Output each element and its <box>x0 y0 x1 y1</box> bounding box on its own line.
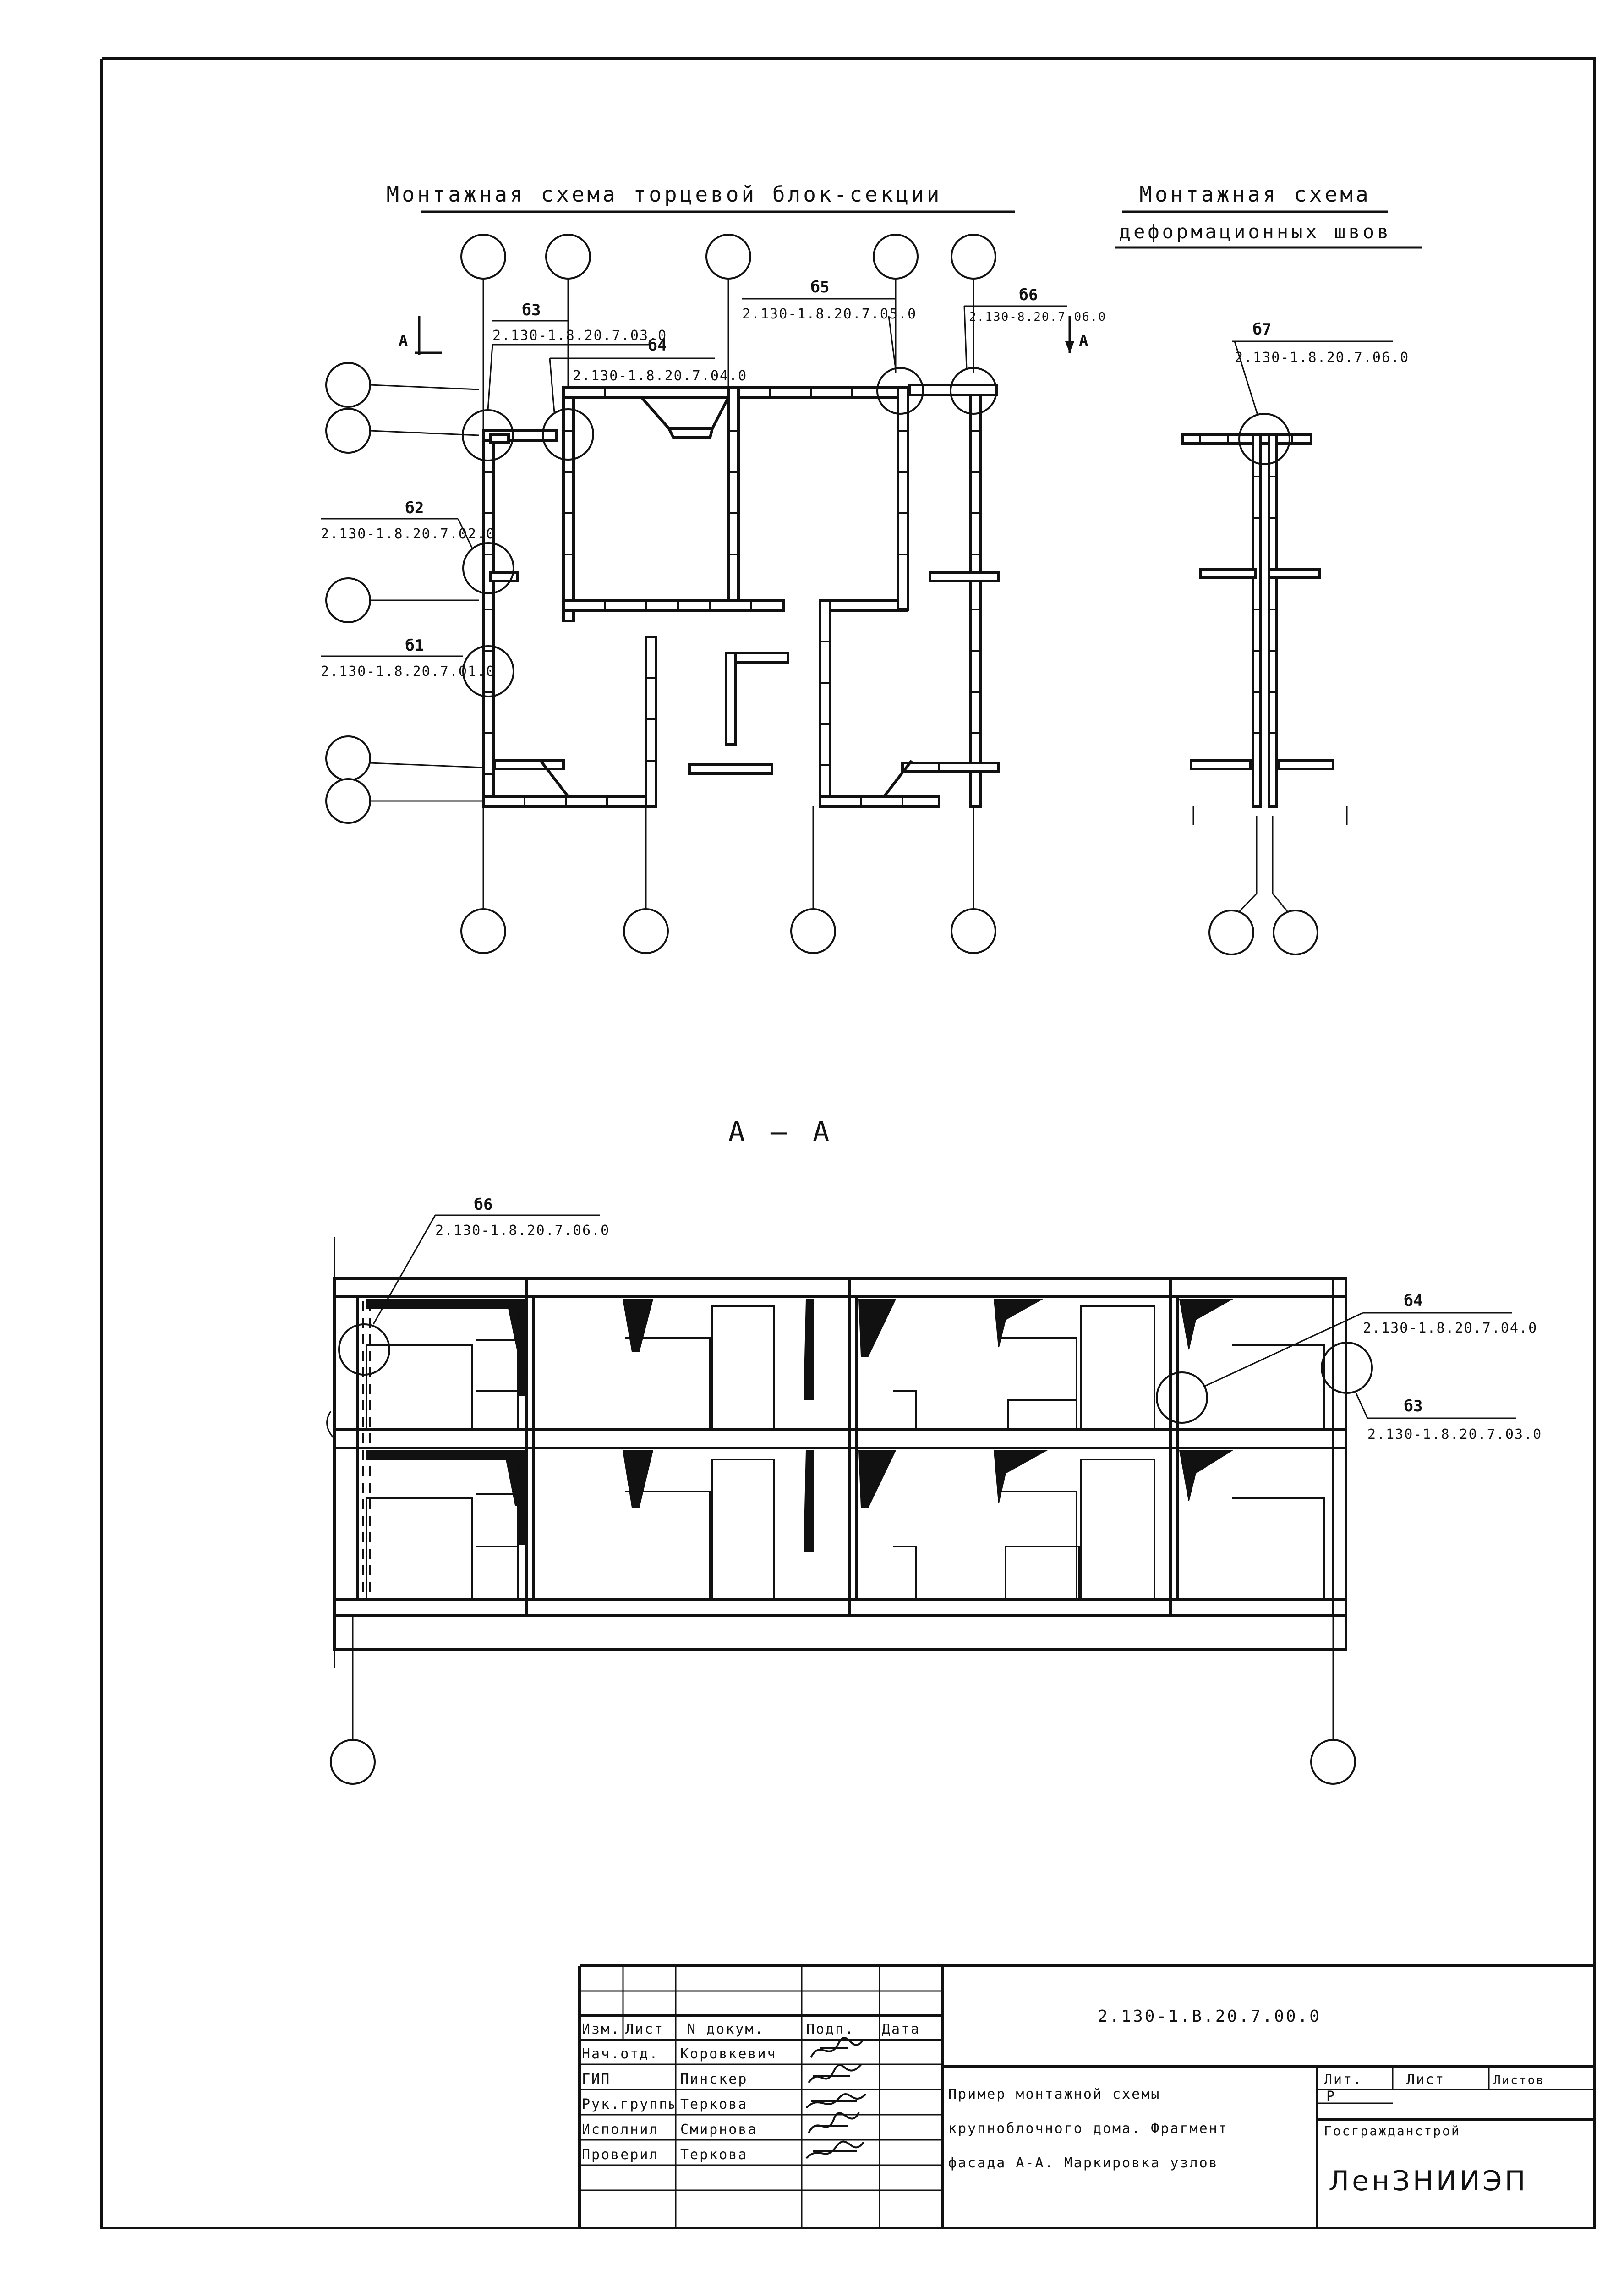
plan-walls <box>482 384 1000 808</box>
svg-text:б6: б6 <box>474 1196 493 1214</box>
svg-text:б3: б3 <box>522 301 541 319</box>
svg-text:б4: б4 <box>1404 1292 1423 1310</box>
tb-organization: ЛенЗНИИЭП <box>1329 2165 1528 2197</box>
node-mark-b2: б2 2.130-1.8.20.7.02.0 <box>321 499 495 548</box>
tb-role-0: Нач.отд. <box>582 2046 659 2062</box>
tb-desc-1: крупноблочного дома. Фрагмент <box>948 2121 1228 2137</box>
tb-h-date: Дата <box>882 2021 920 2037</box>
cut-marker-right: А <box>1065 316 1088 353</box>
section-a-a: А — А <box>326 1116 1542 1785</box>
title-deformation-line1: Монтажная схема <box>1139 182 1371 207</box>
title-section: А — А <box>728 1116 834 1148</box>
tb-desc-2: фасада А-А. Маркировка узлов <box>948 2155 1219 2171</box>
svg-text:б5: б5 <box>811 278 830 296</box>
svg-text:б6: б6 <box>1019 286 1038 304</box>
tb-desc-0: Пример монтажной схемы <box>948 2086 1160 2102</box>
svg-text:б7: б7 <box>1253 320 1272 339</box>
node-mark-b4-section: б4 2.130-1.8.20.7.04.0 <box>1204 1292 1537 1387</box>
svg-text:2.130-8.20.7.06.0: 2.130-8.20.7.06.0 <box>969 310 1106 324</box>
node-mark-b4: б4 2.130-1.8.20.7.04.0 <box>549 336 747 413</box>
tb-role-2: Рук.группы <box>582 2096 678 2112</box>
svg-text:2.130-1.8.20.7.04.0: 2.130-1.8.20.7.04.0 <box>1363 1320 1537 1336</box>
node-mark-b5: б5 2.130-1.8.20.7.05.0 <box>742 278 917 369</box>
title-end-section: Монтажная схема торцевой блок-секции <box>387 182 942 207</box>
svg-text:А: А <box>399 332 408 350</box>
tb-designation: 2.130-1.В.20.7.00.0 <box>1098 2007 1321 2026</box>
cut-marker-left: А <box>399 316 442 355</box>
plan-axis-lines <box>370 279 974 909</box>
svg-text:2.130-1.8.20.7.06.0: 2.130-1.8.20.7.06.0 <box>1235 350 1409 366</box>
tb-stage: Р <box>1326 2089 1336 2105</box>
plan-loggia-details <box>539 396 913 797</box>
tb-sheets-header: Листов <box>1493 2073 1545 2087</box>
svg-text:2.130-1.8.20.7.01.0: 2.130-1.8.20.7.01.0 <box>321 664 495 680</box>
tb-h-izm: Изм. <box>582 2021 620 2037</box>
tb-organization-top: Госгражданстрой <box>1324 2123 1460 2139</box>
tb-name-1: Пинскер <box>680 2071 748 2087</box>
tb-sheet-header: Лист <box>1406 2072 1445 2088</box>
tb-role-1: ГИП <box>582 2071 611 2087</box>
tb-name-4: Теркова <box>680 2147 748 2163</box>
svg-text:б1: б1 <box>405 636 424 655</box>
tb-h-doc: N докум. <box>687 2021 765 2037</box>
svg-text:2.130-1.8.20.7.04.0: 2.130-1.8.20.7.04.0 <box>573 368 747 384</box>
plan-wall-joints <box>483 387 980 806</box>
tb-role-4: Проверил <box>582 2147 659 2163</box>
plan-end-section: Монтажная схема торцевой блок-секции <box>321 182 1106 954</box>
svg-text:2.130-1.8.20.7.03.0: 2.130-1.8.20.7.03.0 <box>1367 1426 1542 1442</box>
plan-axis-bubbles <box>325 234 996 954</box>
tb-name-2: Теркова <box>680 2096 748 2112</box>
svg-text:2.130-1.8.20.7.05.0: 2.130-1.8.20.7.05.0 <box>742 306 917 322</box>
plan-deformation-joints: Монтажная схема деформационных швов <box>1115 182 1422 955</box>
svg-text:б3: б3 <box>1404 1397 1423 1415</box>
node-mark-b7: б7 2.130-1.8.20.7.06.0 <box>1232 320 1409 415</box>
svg-text:А: А <box>1079 332 1088 350</box>
svg-text:б4: б4 <box>648 336 667 355</box>
signatures <box>805 2037 867 2159</box>
tb-role-3: Исполнил <box>582 2122 659 2138</box>
title-deformation-line2: деформационных швов <box>1119 220 1391 243</box>
tb-h-sign: Подп. <box>806 2021 854 2037</box>
tb-h-list: Лист <box>625 2021 664 2037</box>
svg-text:б2: б2 <box>405 499 424 517</box>
tb-name-3: Смирнова <box>680 2122 758 2138</box>
node-mark-b6-section: б6 2.130-1.8.20.7.06.0 <box>372 1196 610 1325</box>
node-mark-b3-section: б3 2.130-1.8.20.7.03.0 <box>1355 1393 1542 1442</box>
node-mark-b6: б6 2.130-8.20.7.06.0 <box>963 286 1106 369</box>
svg-text:2.130-1.8.20.7.02.0: 2.130-1.8.20.7.02.0 <box>321 526 495 542</box>
svg-text:2.130-1.8.20.7.03.0: 2.130-1.8.20.7.03.0 <box>492 328 667 344</box>
title-block: 2.130-1.В.20.7.00.0 Изм. Лист N докум. П… <box>578 1964 1594 2228</box>
tb-name-0: Коровкевич <box>680 2046 777 2062</box>
sheet-frame <box>100 57 1596 2229</box>
node-mark-b3: б3 2.130-1.8.20.7.03.0 <box>487 301 667 411</box>
plan-node-circles <box>462 367 997 697</box>
node-mark-b1: б1 2.130-1.8.20.7.01.0 <box>321 636 495 680</box>
tb-stage-header: Лит. <box>1324 2072 1362 2088</box>
svg-text:2.130-1.8.20.7.06.0: 2.130-1.8.20.7.06.0 <box>435 1223 610 1239</box>
